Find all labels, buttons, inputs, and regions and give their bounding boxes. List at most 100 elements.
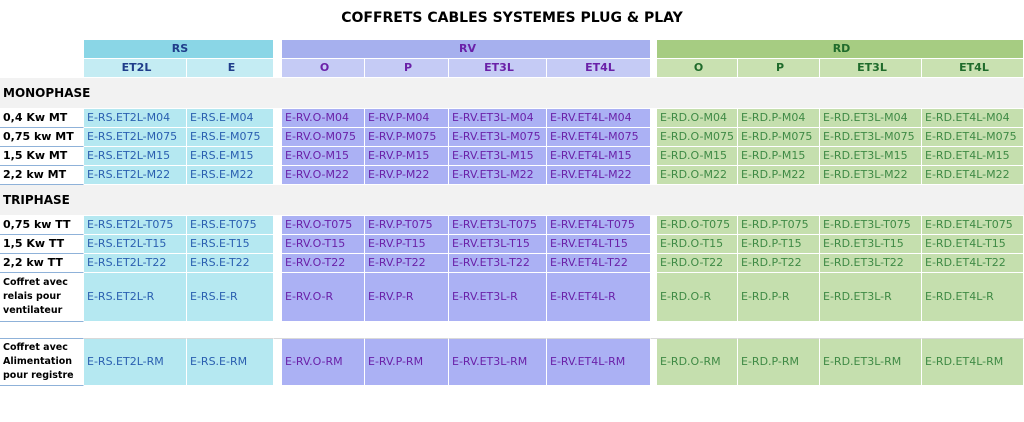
reference-cell-rv: E-RV.ET3L-M075 [449, 128, 547, 147]
reference-cell-rd: E-RD.ET4L-T075 [922, 216, 1024, 235]
reference-cell-rv: E-RV.P-M075 [365, 128, 449, 147]
reference-cell-rv: E-RV.ET3L-T075 [449, 216, 547, 235]
reference-cell-rd: E-RD.O-R [657, 273, 738, 322]
reference-cell-rs: E-RS.E-M22 [187, 166, 274, 185]
reference-cell-rv: E-RV.O-M04 [282, 109, 365, 128]
reference-cell-rs: E-RS.ET2L-T15 [84, 235, 187, 254]
reference-cell-rs: E-RS.E-M075 [187, 128, 274, 147]
reference-cell-rd: E-RD.O-M04 [657, 109, 738, 128]
reference-cell-rv: E-RV.ET3L-RM [449, 339, 547, 386]
reference-cell-rd: E-RD.ET4L-T15 [922, 235, 1024, 254]
subheader-rd-p: P [738, 59, 820, 78]
reference-cell-rs: E-RS.E-T15 [187, 235, 274, 254]
group-header-rs: RS [84, 40, 274, 59]
reference-cell-rd: E-RD.P-RM [738, 339, 820, 386]
reference-cell-rv: E-RV.ET3L-T22 [449, 254, 547, 273]
subheader-rv-p: P [365, 59, 449, 78]
row-label: 1,5 Kw MT [0, 147, 84, 166]
row-label: 2,2 kw MT [0, 166, 84, 185]
reference-cell-rd: E-RD.ET3L-T075 [820, 216, 922, 235]
subheader-rs-e: E [187, 59, 274, 78]
reference-cell-rv: E-RV.P-T15 [365, 235, 449, 254]
reference-cell-rv: E-RV.ET4L-M15 [547, 147, 651, 166]
reference-cell-rv: E-RV.P-RM [365, 339, 449, 386]
reference-cell-rv: E-RV.P-T22 [365, 254, 449, 273]
subheader-rv-o: O [282, 59, 365, 78]
reference-cell-rs: E-RS.ET2L-M075 [84, 128, 187, 147]
reference-cell-rd: E-RD.O-M15 [657, 147, 738, 166]
section-row-tri: TRIPHASE [0, 185, 1024, 216]
row-label: 0,4 Kw MT [0, 109, 84, 128]
reference-cell-rd: E-RD.P-M22 [738, 166, 820, 185]
spacer-row [0, 322, 1024, 339]
reference-cell-rd: E-RD.ET4L-RM [922, 339, 1024, 386]
reference-cell-rs: E-RS.E-T22 [187, 254, 274, 273]
reference-cell-rv: E-RV.O-T075 [282, 216, 365, 235]
subheader-rd-et4l: ET4L [922, 59, 1024, 78]
reference-cell-rd: E-RD.O-T15 [657, 235, 738, 254]
reference-cell-rd: E-RD.ET3L-RM [820, 339, 922, 386]
reference-cell-rs: E-RS.ET2L-T075 [84, 216, 187, 235]
reference-cell-rs: E-RS.ET2L-M22 [84, 166, 187, 185]
reference-cell-rv: E-RV.ET4L-T22 [547, 254, 651, 273]
reference-cell-rs: E-RS.ET2L-R [84, 273, 187, 322]
reference-cell-rv: E-RV.ET4L-R [547, 273, 651, 322]
reference-cell-rs: E-RS.ET2L-M04 [84, 109, 187, 128]
reference-cell-rv: E-RV.P-T075 [365, 216, 449, 235]
reference-cell-rd: E-RD.ET4L-T22 [922, 254, 1024, 273]
reference-cell-rs: E-RS.E-RM [187, 339, 274, 386]
reference-cell-rv: E-RV.ET3L-M15 [449, 147, 547, 166]
reference-cell-rv: E-RV.ET3L-T15 [449, 235, 547, 254]
reference-cell-rd: E-RD.P-T15 [738, 235, 820, 254]
reference-cell-rd: E-RD.ET3L-T15 [820, 235, 922, 254]
reference-cell-rv: E-RV.ET4L-T15 [547, 235, 651, 254]
reference-cell-rd: E-RD.O-M075 [657, 128, 738, 147]
row-label: Coffret avec Alimentation pour registre [0, 339, 84, 386]
reference-cell-rv: E-RV.O-T22 [282, 254, 365, 273]
subheader-rv-et4l: ET4L [547, 59, 651, 78]
reference-cell-rd: E-RD.ET3L-M22 [820, 166, 922, 185]
reference-cell-rd: E-RD.P-R [738, 273, 820, 322]
reference-cell-rv: E-RV.ET4L-RM [547, 339, 651, 386]
reference-cell-rd: E-RD.O-T075 [657, 216, 738, 235]
reference-cell-rv: E-RV.ET3L-M04 [449, 109, 547, 128]
reference-cell-rv: E-RV.ET4L-M04 [547, 109, 651, 128]
reference-cell-rs: E-RS.ET2L-M15 [84, 147, 187, 166]
reference-cell-rv: E-RV.O-M15 [282, 147, 365, 166]
reference-cell-rv: E-RV.ET3L-M22 [449, 166, 547, 185]
reference-cell-rv: E-RV.O-M075 [282, 128, 365, 147]
reference-cell-rd: E-RD.O-RM [657, 339, 738, 386]
section-title: TRIPHASE [0, 185, 1024, 216]
row-label: 1,5 Kw TT [0, 235, 84, 254]
subheader-rd-o: O [657, 59, 738, 78]
section-row-mono: MONOPHASE [0, 78, 1024, 109]
reference-cell-rd: E-RD.ET3L-M15 [820, 147, 922, 166]
reference-cell-rd: E-RD.ET4L-M22 [922, 166, 1024, 185]
reference-cell-rs: E-RS.E-R [187, 273, 274, 322]
reference-cell-rd: E-RD.O-M22 [657, 166, 738, 185]
references-table: RS RV RD ET2L E O P ET3L ET4L O P ET3L E… [0, 40, 1024, 386]
reference-cell-rv: E-RV.O-RM [282, 339, 365, 386]
reference-cell-rv: E-RV.O-M22 [282, 166, 365, 185]
reference-cell-rv: E-RV.P-M04 [365, 109, 449, 128]
reference-cell-rd: E-RD.ET4L-R [922, 273, 1024, 322]
reference-cell-rv: E-RV.ET4L-M075 [547, 128, 651, 147]
reference-cell-rv: E-RV.ET4L-M22 [547, 166, 651, 185]
reference-cell-rd: E-RD.ET3L-M04 [820, 109, 922, 128]
section-title: MONOPHASE [0, 78, 1024, 109]
group-header-row: RS RV RD [0, 40, 1024, 59]
subheader-rs-et2l: ET2L [84, 59, 187, 78]
reference-cell-rd: E-RD.ET3L-T22 [820, 254, 922, 273]
reference-cell-rs: E-RS.E-M15 [187, 147, 274, 166]
subheader-rv-et3l: ET3L [449, 59, 547, 78]
reference-cell-rs: E-RS.ET2L-RM [84, 339, 187, 386]
reference-cell-rs: E-RS.E-M04 [187, 109, 274, 128]
